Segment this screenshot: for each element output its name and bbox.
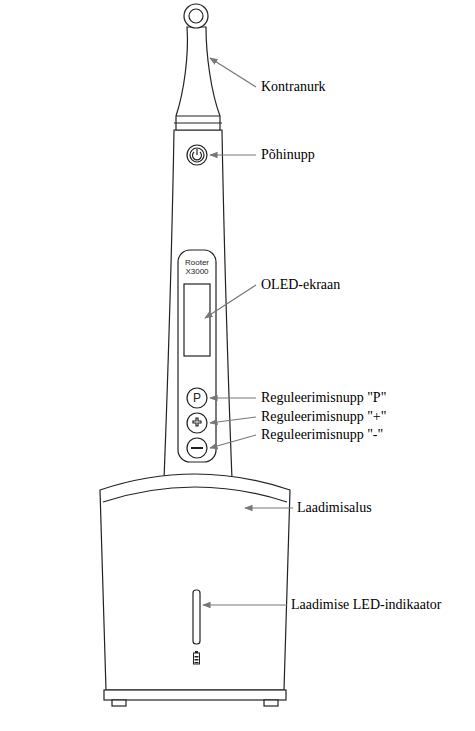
- part-label: OLED-ekraan: [261, 276, 340, 294]
- screen-panel: [178, 250, 216, 462]
- contra-angle-head: [184, 4, 208, 28]
- oled-screen: [184, 284, 210, 356]
- battery-icon: [194, 653, 200, 664]
- led-slot: [193, 590, 200, 644]
- contra-angle-neck: [176, 27, 220, 130]
- plus-button: [187, 413, 207, 433]
- part-label: Reguleerimisnupp "-": [261, 426, 383, 444]
- part-label: Reguleerimisnupp "+": [261, 408, 386, 426]
- part-label: Laadimise LED-indikaator: [291, 596, 441, 614]
- p-button: [187, 388, 207, 408]
- part-label: Kontranurk: [261, 78, 326, 96]
- charging-base: [100, 474, 290, 690]
- part-label: Põhinupp: [261, 146, 315, 164]
- minus-button: [187, 438, 207, 458]
- part-label: Reguleerimisnupp "P": [261, 389, 386, 407]
- power-button: [187, 145, 207, 165]
- leader-lines: [203, 58, 293, 605]
- device-brand: Rooter X3000: [179, 258, 215, 276]
- button-letter: P: [187, 391, 207, 405]
- part-label: Laadimisalus: [297, 499, 372, 517]
